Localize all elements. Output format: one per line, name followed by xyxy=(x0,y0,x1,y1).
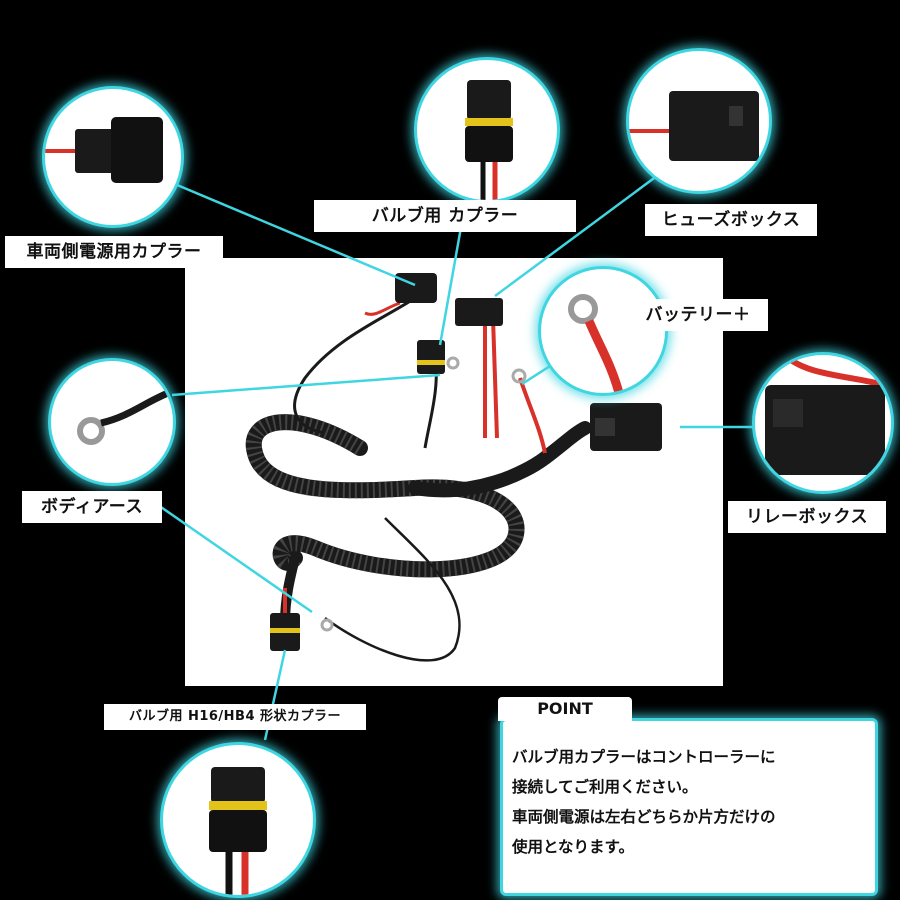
bulb-coupler-closeup xyxy=(414,57,560,203)
h16-coupler-closeup xyxy=(160,742,316,898)
point-line: 車両側電源は左右どちらか片方だけの xyxy=(512,808,776,826)
point-line: 使用となります。 xyxy=(512,838,634,856)
label-vehicle-coupler: 車両側電源用カプラー xyxy=(5,236,223,268)
point-line: バルブ用カプラーはコントローラーに xyxy=(512,748,776,766)
point-title: POINT xyxy=(498,697,632,721)
point-line: 接続してご利用ください。 xyxy=(512,778,698,796)
label-relay-box: リレーボックス xyxy=(728,501,886,533)
label-h16-coupler: バルブ用 H16/HB4 形状カプラー xyxy=(104,704,366,730)
body-earth-closeup xyxy=(48,358,176,486)
wire-harness-illustration xyxy=(245,273,662,662)
label-bulb-coupler: バルブ用 カプラー xyxy=(314,200,576,232)
point-note-text: バルブ用カプラーはコントローラーに 接続してご利用ください。 車両側電源は左右ど… xyxy=(512,742,862,862)
point-note-box xyxy=(500,718,878,896)
label-body-earth: ボディアース xyxy=(22,491,162,523)
fuse-box-closeup xyxy=(626,48,772,194)
vehicle-coupler-closeup xyxy=(42,86,184,228)
label-fuse-box: ヒューズボックス xyxy=(645,204,817,236)
battery-terminal-closeup xyxy=(538,266,668,396)
relay-box-closeup xyxy=(752,352,894,494)
label-battery: バッテリー＋ xyxy=(628,299,768,331)
